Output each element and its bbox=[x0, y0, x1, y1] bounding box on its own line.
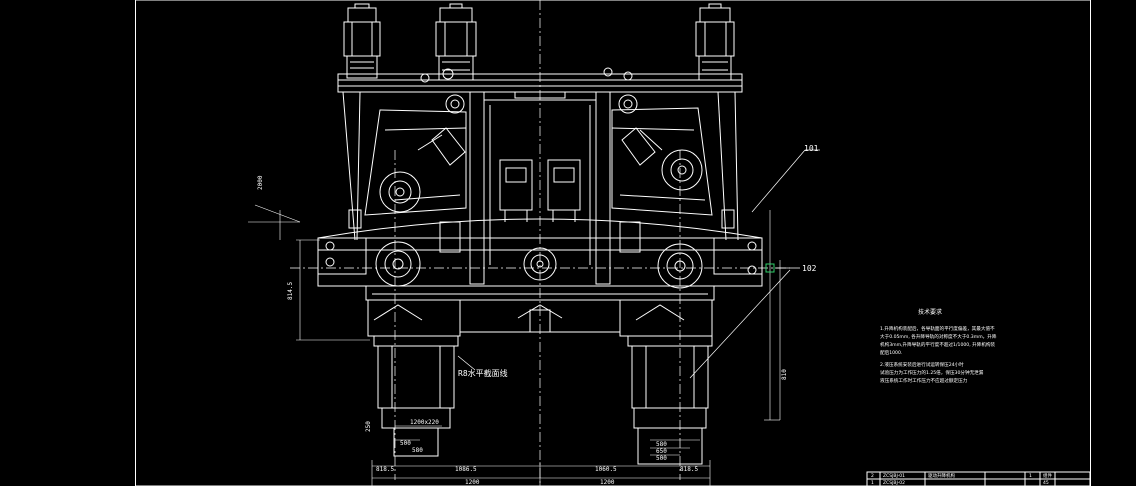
dim-leg-right-c: 500 bbox=[656, 455, 667, 462]
top-motor-left bbox=[343, 3, 381, 79]
bottom-motor-left bbox=[373, 335, 459, 457]
dim-top-left: 1086.5 bbox=[455, 466, 477, 473]
top-motor-right bbox=[695, 3, 735, 81]
callout-102: 102 bbox=[802, 264, 817, 273]
wheel-lower-left bbox=[375, 241, 421, 287]
right-arm-frame bbox=[611, 107, 713, 216]
bottom-motor-right bbox=[627, 335, 713, 465]
dim-bottom-right: 1200 bbox=[600, 479, 615, 486]
tb-cell: 2 bbox=[871, 473, 874, 479]
center-clamps bbox=[499, 159, 581, 222]
inner-frame bbox=[469, 91, 611, 285]
dim-leg-left-a: 250 bbox=[365, 421, 372, 432]
tb-cell: 1 bbox=[1029, 473, 1032, 479]
centerlines bbox=[290, 0, 790, 486]
tb-cell: ZCSJBJ-02 bbox=[883, 480, 905, 486]
small-gears-top bbox=[445, 94, 638, 114]
callout-marker-102 bbox=[765, 263, 775, 273]
dim-misc-c: 1200x220 bbox=[410, 419, 439, 426]
dim-top-right: 1060.5 bbox=[595, 466, 617, 473]
left-arm-frame bbox=[364, 109, 467, 216]
callout-leaders bbox=[457, 149, 820, 379]
wheel-upper-right bbox=[661, 149, 703, 191]
notes-line: 配后1000. bbox=[880, 349, 902, 356]
top-motor-center bbox=[435, 3, 477, 81]
notes-line: 机构3mm,升降导轨的平行度不超过1/1000, 升降机构装 bbox=[880, 341, 996, 348]
dim-misc-a: 2000 bbox=[257, 175, 264, 190]
dim-bottom-left: 1200 bbox=[465, 479, 480, 486]
dim-leg-right-b: 650 bbox=[656, 448, 667, 455]
wheel-lower-center bbox=[523, 247, 557, 281]
tb-cell: ZCSJBJ-01 bbox=[883, 473, 905, 479]
dim-leg-right-a: 580 bbox=[656, 441, 667, 448]
drawing-frame bbox=[135, 0, 1091, 486]
tb-cell: 组件 bbox=[1043, 472, 1052, 479]
dim-leg-left-b: 580 bbox=[412, 447, 423, 454]
tb-cell: 45 bbox=[1043, 480, 1049, 486]
callout-101: 101 bbox=[804, 144, 819, 153]
dim-height-left: 814.5 bbox=[287, 282, 294, 300]
wheel-lower-right bbox=[657, 243, 703, 289]
dim-height-right: 810 bbox=[781, 369, 788, 380]
tb-cell: 驱动升降机构 bbox=[928, 472, 955, 479]
notes-line: 1.升降机构装配后，各导轨面的平行度偏差，其最大值不 bbox=[880, 325, 995, 332]
tie-rods bbox=[342, 91, 739, 241]
base-platform bbox=[365, 285, 715, 337]
notes-line: 液压系统工作时工作压力不应超过额定压力 bbox=[880, 377, 968, 384]
dim-edge-right: 818.5 bbox=[680, 466, 698, 473]
top-crossbeam bbox=[337, 67, 743, 93]
dim-misc-b: 500 bbox=[400, 440, 411, 447]
notes-line: 试验压力为工作压力的1.25倍，保压30分钟无泄漏 bbox=[880, 369, 984, 376]
section-label: R8水平截面线 bbox=[458, 368, 508, 378]
tb-cell: 1 bbox=[871, 480, 874, 486]
notes-line: 2.液压系统安装后进行试运转保压24小时 bbox=[880, 361, 964, 368]
dim-edge-left: 818.5 bbox=[376, 466, 394, 473]
wheel-upper-left bbox=[379, 171, 421, 213]
notes-line: 大于0.05mm, 各升降导轨的对称度不大于0.3mm，升降 bbox=[880, 333, 997, 340]
dimension-lines bbox=[248, 204, 781, 486]
notes-title: 技术要求 bbox=[918, 308, 942, 316]
